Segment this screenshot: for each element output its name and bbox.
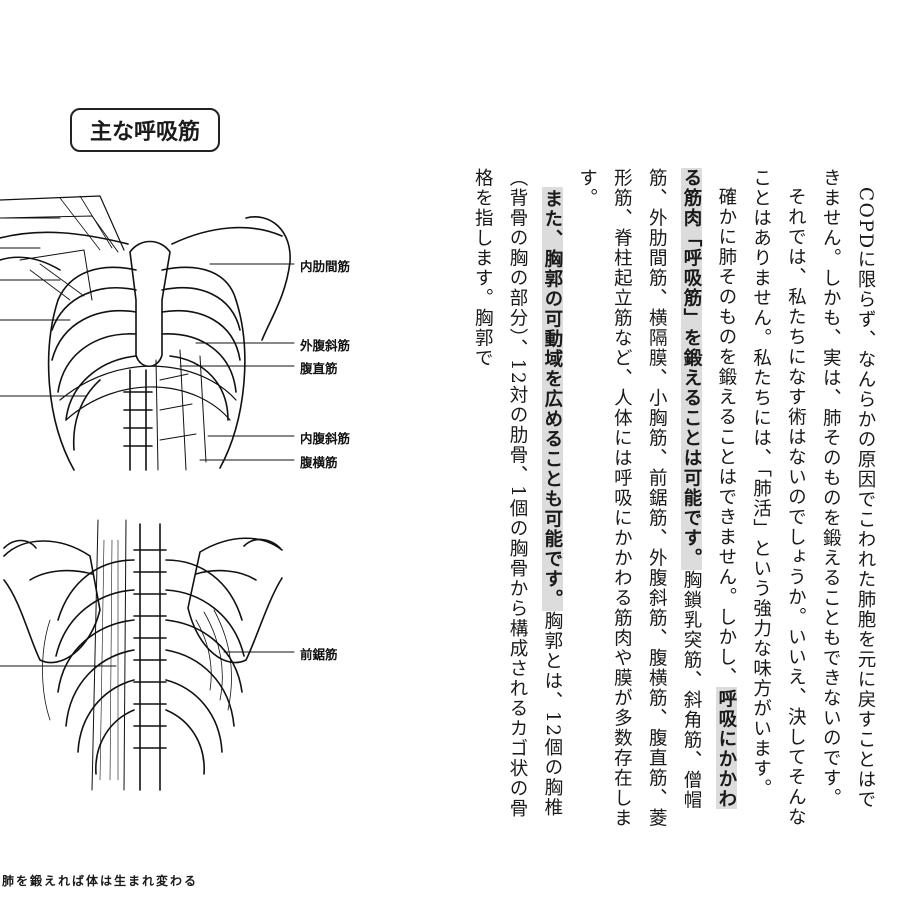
paragraph-4: また、胸郭の可動域を広めることも可能です。胸郭とは、12個の胸椎（背骨の胸の部分… (464, 168, 568, 828)
label-serratus-anterior: 前鋸筋 (300, 647, 338, 662)
label-internal-intercostal: 内肋間筋 (300, 259, 351, 274)
paragraph-3-text-b: 胸鎖乳突筋、斜角筋、僧帽筋、外肋間筋、横隔膜、小胸筋、前鋸筋、外腹斜筋、腹横筋、… (576, 168, 703, 828)
highlight-thoracic-range: また、胸郭の可動域を広めることも可能です。 (541, 186, 563, 611)
paragraph-2: それでは、私たちになす術はないのでしょうか。いいえ、決してそんなことはありません… (750, 168, 807, 827)
label-rectus-abdominis: 腹直筋 (300, 361, 338, 376)
paragraph-3: 確かに肺そのものを鍛えることはできません。しかし、呼吸にかかわる筋肉「呼吸筋」を… (569, 168, 743, 828)
figure-title: 主な呼吸筋 (70, 108, 220, 152)
right-clavicle (171, 226, 283, 245)
label-transversus-abdominis: 腹横筋 (300, 455, 338, 470)
paragraph-4-text: 胸郭とは、12個の胸椎（背骨の胸の部分）、12対の肋骨、1個の胸骨から構成される… (472, 168, 563, 819)
body-text: COPDに限らず、なんらかの原因でこわれた肺胞を元に戻すことはできません。しかも… (464, 168, 882, 828)
running-head: 肺を鍛えれば体は生まれ変わる (2, 874, 199, 888)
paragraph-3-text-a: 確かに肺そのものを鍛えることはできません。しかし、 (715, 186, 737, 687)
sternum (129, 240, 171, 368)
label-internal-oblique: 内腹斜筋 (300, 431, 351, 446)
anatomy-illustration (0, 195, 295, 791)
paragraph-1: COPDに限らず、なんらかの原因でこわれた肺胞を元に戻すことはできません。しかも… (820, 168, 876, 810)
left-clavicle (0, 231, 129, 245)
left-scapula (3, 540, 101, 664)
right-scapula (187, 537, 283, 664)
label-external-oblique: 外腹斜筋 (300, 338, 351, 353)
